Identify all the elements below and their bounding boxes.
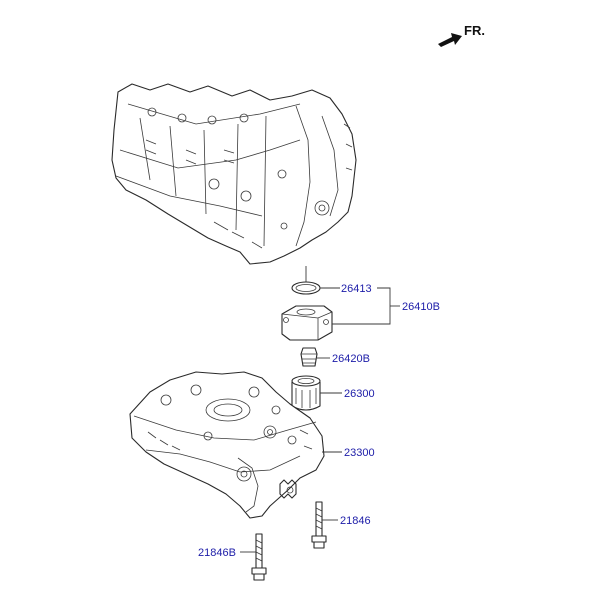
bolt-21846 — [311, 501, 327, 549]
front-direction-indicator: FR. — [438, 23, 485, 47]
part-label-23300[interactable]: 23300 — [344, 447, 375, 459]
bolt-21846b — [251, 533, 267, 581]
front-direction-arrow-icon — [438, 33, 462, 47]
part-label-26300[interactable]: 26300 — [344, 388, 375, 400]
balance-shaft-assembly-23300 — [129, 371, 325, 519]
leader-lines — [240, 266, 400, 553]
part-label-21846b[interactable]: 21846B — [198, 547, 236, 559]
oil-filter-26300 — [291, 375, 321, 411]
part-label-26413[interactable]: 26413 — [341, 283, 372, 295]
connector-26420b — [300, 347, 318, 367]
part-label-21846[interactable]: 21846 — [340, 515, 371, 527]
part-label-26410b[interactable]: 26410B — [402, 301, 440, 313]
oil-cooler-26410b — [281, 305, 333, 341]
front-direction-label: FR. — [464, 23, 485, 38]
engine-block — [111, 83, 357, 265]
part-number-labels: 26413 26410B 26420B 26300 23300 21846 21… — [198, 283, 440, 559]
part-label-26420b[interactable]: 26420B — [332, 353, 370, 365]
